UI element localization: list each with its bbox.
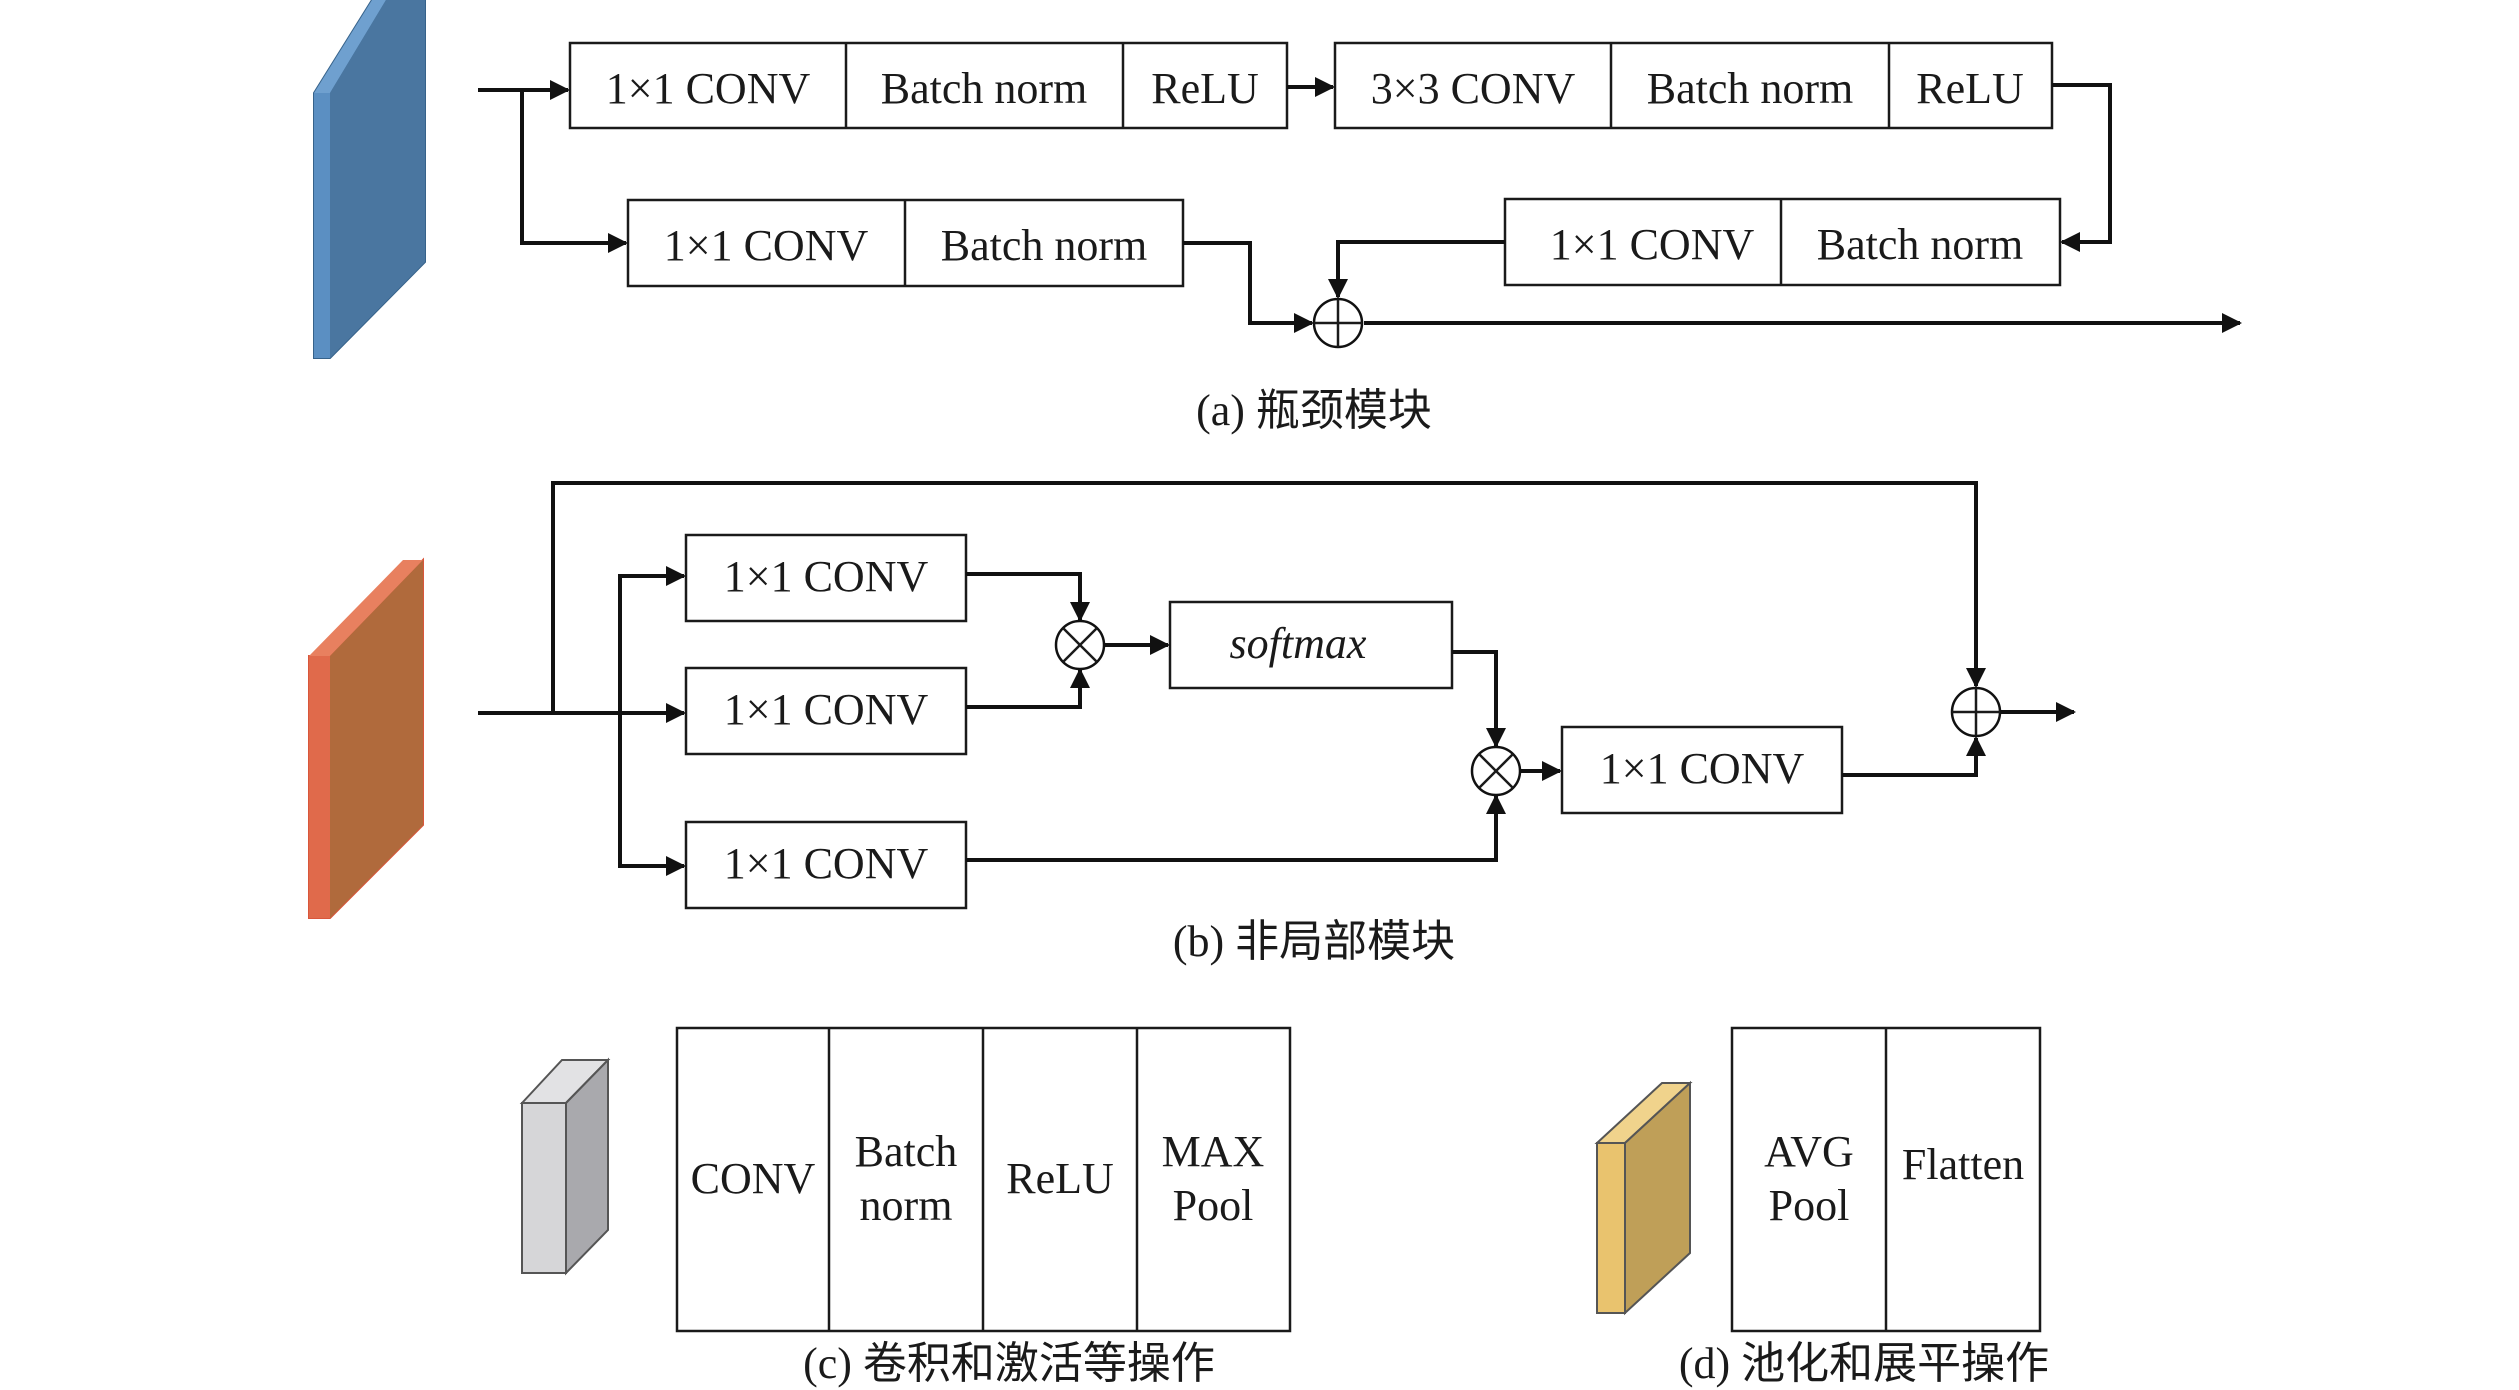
- maxpool-cell-line2: Pool: [1173, 1181, 1254, 1230]
- yellow-feature-map-block: [1594, 1080, 1693, 1316]
- avgpool-cell-line1: AVG: [1764, 1127, 1854, 1176]
- batch-norm-label: Batch norm: [881, 64, 1088, 113]
- batch-cell-line2: norm: [860, 1181, 953, 1230]
- batch-norm-label: Batch norm: [1817, 220, 2024, 269]
- panel-d-pool-flatten: AVG Pool Flatten (d) 池化和展平操作: [1594, 1026, 2049, 1388]
- caption-c: (c) 卷积和激活等操作: [803, 1339, 1215, 1388]
- conv-1-label: 1×1 CONV: [724, 552, 929, 601]
- conv-2-label: 1×1 CONV: [724, 685, 929, 734]
- panel-a-connections: [478, 77, 2242, 333]
- batch-cell-line1: Batch: [855, 1127, 958, 1176]
- caption-d: (d) 池化和展平操作: [1679, 1339, 2049, 1388]
- conv2-to-mul-arrow: [966, 668, 1090, 709]
- blue-feature-map-block: [313, 0, 426, 359]
- conv3x3-label: 3×3 CONV: [1371, 64, 1576, 113]
- caption-a: (a) 瓶颈模块: [1196, 386, 1432, 435]
- conv-out-label: 1×1 CONV: [1600, 744, 1805, 793]
- relu-label: ReLU: [1151, 64, 1259, 113]
- softmax-label: softmax: [1230, 619, 1367, 668]
- panel-a-bottleneck: 1×1 CONV Batch norm ReLU 3×3 CONV Batch …: [313, 0, 2242, 435]
- add-operator-icon: [1950, 686, 2002, 738]
- relu-label: ReLU: [1916, 64, 2024, 113]
- tail-to-add-arrow: [1328, 240, 1505, 299]
- conv1-to-mul-arrow: [966, 572, 1090, 622]
- branch-1-arrow: [618, 566, 686, 713]
- conv-to-add-arrow: [1842, 736, 1986, 777]
- panel-c-conv-activation: CONV Batch norm ReLU MAX Pool (c) 卷积和激活等…: [519, 1026, 1292, 1388]
- panel-b-non-local: 1×1 CONV 1×1 CONV 1×1 CONV softmax 1×1 C…: [308, 481, 2076, 966]
- panel-b-connections: [478, 481, 2076, 876]
- conv-cell: CONV: [691, 1154, 816, 1203]
- conv1x1-label: 1×1 CONV: [1550, 220, 1755, 269]
- conv1x1-label: 1×1 CONV: [664, 221, 869, 270]
- maxpool-cell-line1: MAX: [1162, 1127, 1265, 1176]
- to-tail-arrow: [2052, 83, 2112, 252]
- top-row-stage-1: 1×1 CONV Batch norm ReLU: [568, 41, 1289, 130]
- shortcut-arrow: [520, 90, 628, 253]
- caption-b: (b) 非局部模块: [1173, 917, 1455, 966]
- shortcut-branch: 1×1 CONV Batch norm: [626, 198, 1185, 288]
- batch-norm-label: Batch norm: [941, 221, 1148, 270]
- shortcut-to-add-arrow: [1183, 241, 1314, 333]
- orange-feature-map-block: [308, 557, 424, 919]
- batch-norm-label: Batch norm: [1647, 64, 1854, 113]
- flatten-cell: Flatten: [1902, 1140, 2024, 1189]
- main-tail-branch: 1×1 CONV Batch norm: [1503, 197, 2062, 287]
- conv-3-label: 1×1 CONV: [724, 839, 929, 888]
- gray-feature-map-block: [519, 1057, 611, 1276]
- multiply-operator-icon: [1470, 745, 1522, 797]
- add-operator-icon: [1312, 297, 1364, 349]
- top-row-stage-2: 3×3 CONV Batch norm ReLU: [1333, 41, 2054, 130]
- relu-cell: ReLU: [1006, 1154, 1114, 1203]
- conv3-to-mul-arrow: [966, 794, 1506, 862]
- residual-arrow: [551, 481, 1986, 713]
- softmax-to-mul-arrow: [1452, 650, 1506, 748]
- multiply-operator-icon: [1054, 619, 1106, 671]
- avgpool-cell-line2: Pool: [1769, 1181, 1850, 1230]
- conv1x1-label: 1×1 CONV: [606, 64, 811, 113]
- branch-3-arrow: [618, 713, 686, 876]
